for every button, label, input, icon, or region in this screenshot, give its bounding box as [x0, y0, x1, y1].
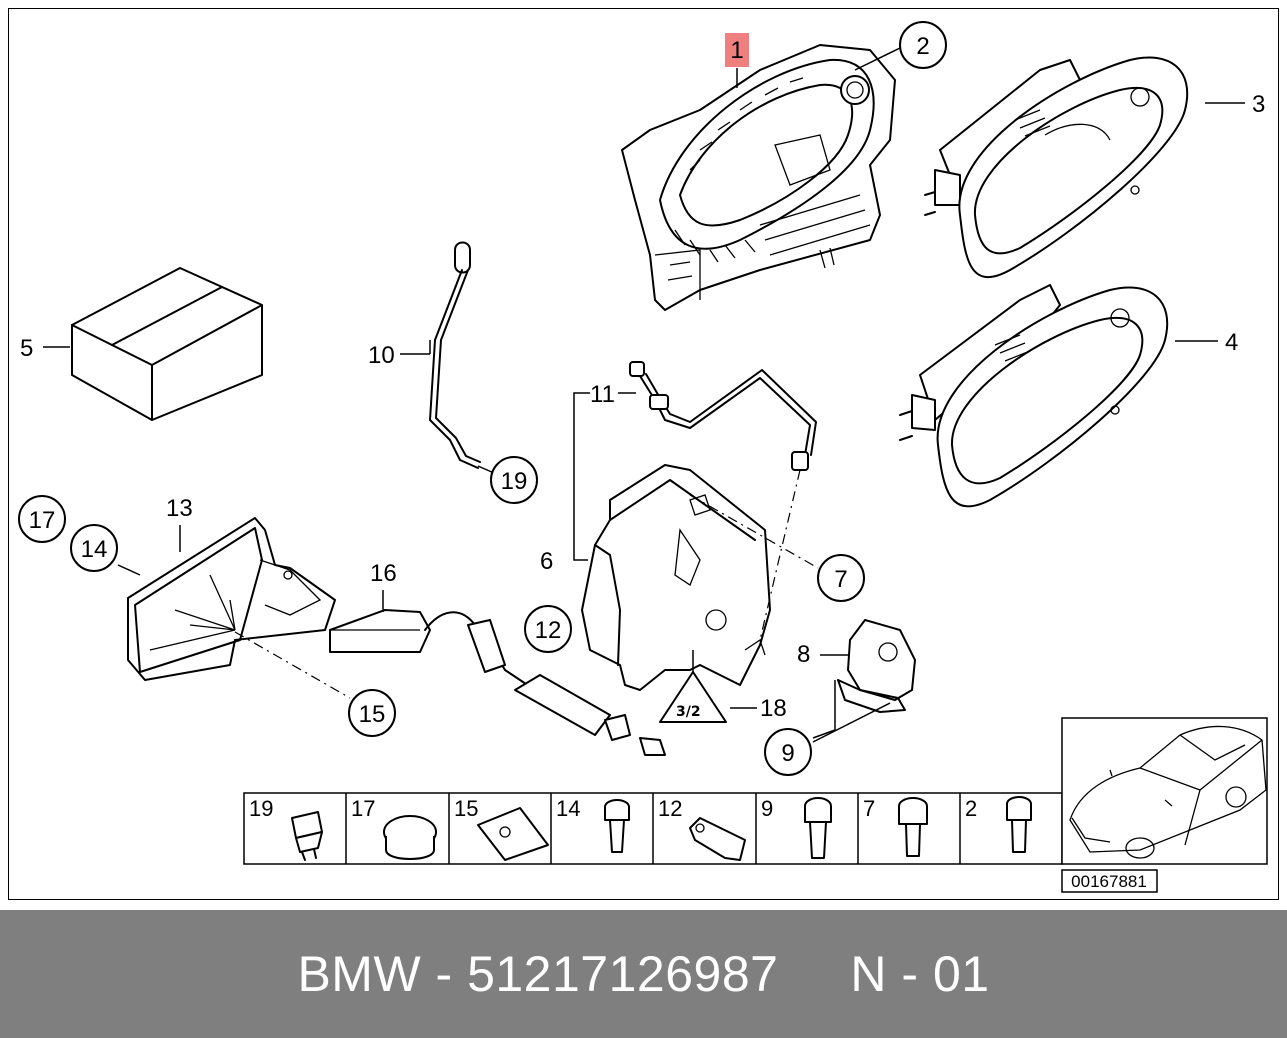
car-thumbnail [1061, 717, 1268, 865]
callout-18: 18 [760, 695, 787, 722]
callout-3: 3 [1252, 91, 1265, 118]
callout-7: 7 [834, 566, 847, 593]
part-1-handle-carrier [621, 44, 896, 311]
callout-14: 14 [81, 536, 108, 563]
callout-5: 5 [20, 335, 33, 362]
screw-7-icon [898, 797, 928, 857]
legend-item-9: 9 [761, 796, 773, 821]
part-11-cable [629, 361, 817, 471]
callout-10: 10 [368, 342, 395, 369]
part-13-interior-handle [127, 517, 336, 681]
callout-labels: 1 2 3 4 5 6 7 8 9 10 11 12 13 14 15 16 1… [18, 21, 1265, 776]
callout-11: 11 [590, 381, 615, 408]
screw-9-icon [804, 797, 832, 859]
clip-nut-icon [477, 807, 549, 861]
hardware-legend: 19 17 15 14 12 9 7 2 [243, 792, 1063, 865]
bracket-12-icon [689, 817, 746, 861]
legend-item-19: 19 [249, 796, 273, 821]
screw-14-icon [604, 799, 630, 853]
part-6-lock [581, 464, 771, 691]
part-18-warning-label: 3/2 [659, 671, 727, 723]
callout-19: 19 [501, 468, 528, 495]
part-number-text: BMW - 51217126987 N - 01 [297, 946, 990, 1002]
part-10-rod [429, 241, 481, 469]
callout-15: 15 [359, 701, 386, 728]
diagram-id-label: 00167881 [1071, 872, 1147, 891]
part-8-striker [837, 619, 916, 713]
clip-icon [291, 811, 323, 861]
grommet-icon [383, 815, 437, 860]
legend-item-14: 14 [556, 796, 580, 821]
legend-item-7: 7 [863, 796, 875, 821]
diagram-id: 00167881 [1061, 869, 1158, 893]
callout-1-highlight [725, 33, 749, 67]
callout-9: 9 [781, 740, 794, 767]
part-4-outer-handle [899, 284, 1169, 508]
legend-item-15: 15 [454, 796, 478, 821]
part-number-footer: BMW - 51217126987 N - 01 [0, 910, 1287, 1038]
callout-1: 1 [730, 37, 743, 64]
legend-item-2: 2 [965, 796, 977, 821]
screw-2-icon [1006, 796, 1032, 853]
svg-text:3/2: 3/2 [676, 704, 701, 720]
parts-diagram: 3/2 1 2 3 4 5 6 7 8 [18, 21, 1268, 893]
callout-2: 2 [916, 33, 929, 60]
part-3-outer-handle [924, 56, 1189, 279]
callout-8: 8 [797, 641, 810, 668]
callout-4: 4 [1225, 329, 1238, 356]
callout-13: 13 [166, 495, 193, 522]
callout-17: 17 [29, 507, 56, 534]
legend-item-17: 17 [351, 796, 375, 821]
callout-6: 6 [540, 548, 553, 575]
part-16-cable-end [329, 609, 666, 756]
legend-item-12: 12 [658, 796, 682, 821]
leader-lines [43, 47, 1245, 743]
callout-16: 16 [370, 560, 397, 587]
part-5-box [71, 267, 263, 421]
callout-12: 12 [535, 617, 562, 644]
